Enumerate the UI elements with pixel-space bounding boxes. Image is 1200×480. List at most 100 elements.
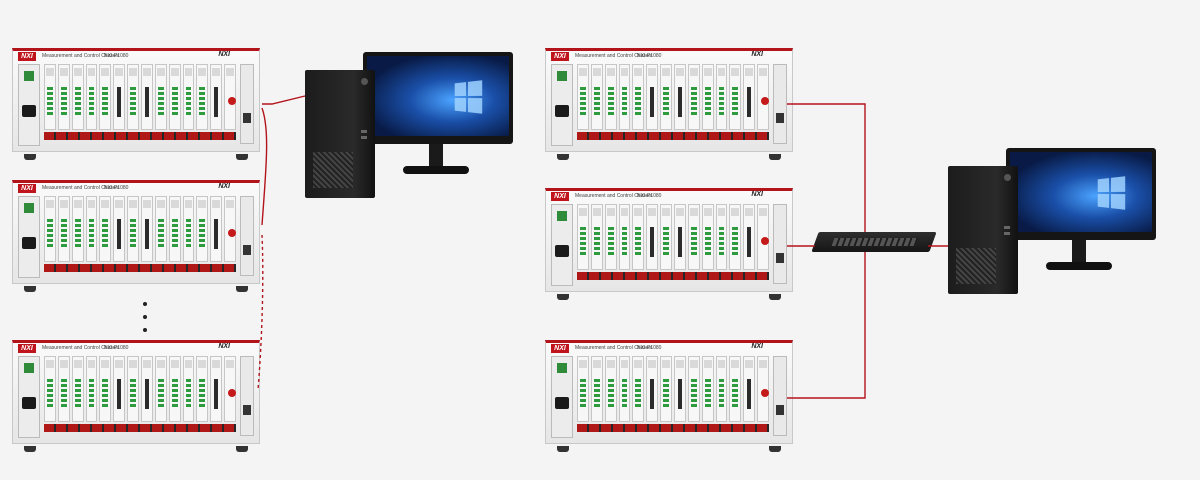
module-card [224,356,237,422]
module-card [687,356,700,422]
module-card [154,64,167,130]
cable-computer-to-chassis-1 [262,95,306,105]
ethernet-port-icon [776,253,784,263]
chassis-left-3: NXI Measurement and Control Chassis NXI-… [12,340,260,452]
module-card [757,64,770,130]
chassis-model: NXI-P1080 [104,185,129,191]
computer-left [305,52,515,202]
module-card [632,204,645,270]
module-card [757,204,770,270]
chassis-rail [44,264,236,272]
chassis-right-1: NXI Measurement and Control Chassis NXI-… [545,48,793,160]
vertical-ellipsis-icon [140,302,150,332]
power-socket-icon [22,397,36,409]
brand-logo: NXI [551,344,569,353]
module-card [618,356,631,422]
module-card [701,64,714,130]
module-card [141,64,153,130]
ethernet-port-icon [243,405,251,415]
module-card [127,356,140,422]
brand-logo: NXI [18,184,36,193]
module-card [577,64,589,130]
module-card [196,64,209,130]
power-socket-icon [555,105,569,117]
module-slots [577,64,770,130]
chassis-subtitle: Measurement and Control Chassis [42,53,119,59]
controller-module [240,196,254,276]
power-socket-icon [555,245,569,257]
chassis-model: NXI-P1080 [637,345,662,351]
module-card [44,196,56,262]
cable-chain-2-3 [257,234,264,391]
brand-logo: NXI [18,344,36,353]
module-card [113,196,126,262]
chassis-series: NXI [751,191,763,198]
chassis-model: NXI-P1080 [637,193,662,199]
module-card [674,356,686,422]
brand-logo: NXI [551,52,569,61]
controller-module [773,204,787,284]
chassis-left-2: NXI Measurement and Control Chassis NXI-… [12,180,260,292]
chassis-series: NXI [218,51,230,58]
power-module [551,64,573,146]
ethernet-port-icon [776,405,784,415]
module-card [632,64,645,130]
module-card [196,196,209,262]
chassis-model: NXI-P1080 [637,53,662,59]
chassis-right-2: NXI Measurement and Control Chassis NXI-… [545,188,793,300]
module-card [715,64,728,130]
module-card [646,356,659,422]
module-card [660,356,673,422]
module-card [660,64,673,130]
power-module [551,204,573,286]
module-card [632,356,645,422]
module-card [577,204,589,270]
computer-right [948,148,1160,298]
module-card [604,204,617,270]
desktop-tower-icon [305,70,375,198]
module-card [99,64,112,130]
power-module [551,356,573,438]
module-card [196,356,209,422]
module-slots [44,64,237,130]
chassis-right-3: NXI Measurement and Control Chassis NXI-… [545,340,793,452]
module-card [660,204,673,270]
module-card [757,356,770,422]
module-card [210,196,223,262]
chassis-series: NXI [218,343,230,350]
module-card [127,64,140,130]
chassis-subtitle: Measurement and Control Chassis [575,345,652,351]
module-card [71,356,84,422]
module-card [210,64,223,130]
module-card [85,64,98,130]
module-card [85,196,98,262]
power-module [18,356,40,438]
module-card [57,356,70,422]
module-card [618,64,631,130]
module-card [590,64,603,130]
module-card [604,356,617,422]
chassis-subtitle: Measurement and Control Chassis [42,345,119,351]
ethernet-port-icon [243,113,251,123]
module-card [182,196,195,262]
chassis-series: NXI [751,343,763,350]
module-card [141,196,153,262]
chassis-rail [577,272,769,280]
module-card [687,64,700,130]
module-card [127,196,140,262]
module-card [71,196,84,262]
module-card [182,64,195,130]
module-card [577,356,589,422]
ethernet-port-icon [243,245,251,255]
module-card [85,356,98,422]
module-slots [44,356,237,422]
module-card [674,204,686,270]
controller-module [240,64,254,144]
chassis-left-1: NXI Measurement and Control Chassis NXI-… [12,48,260,160]
module-card [687,204,700,270]
power-module [18,64,40,146]
chassis-rail [44,132,236,140]
module-card [618,204,631,270]
